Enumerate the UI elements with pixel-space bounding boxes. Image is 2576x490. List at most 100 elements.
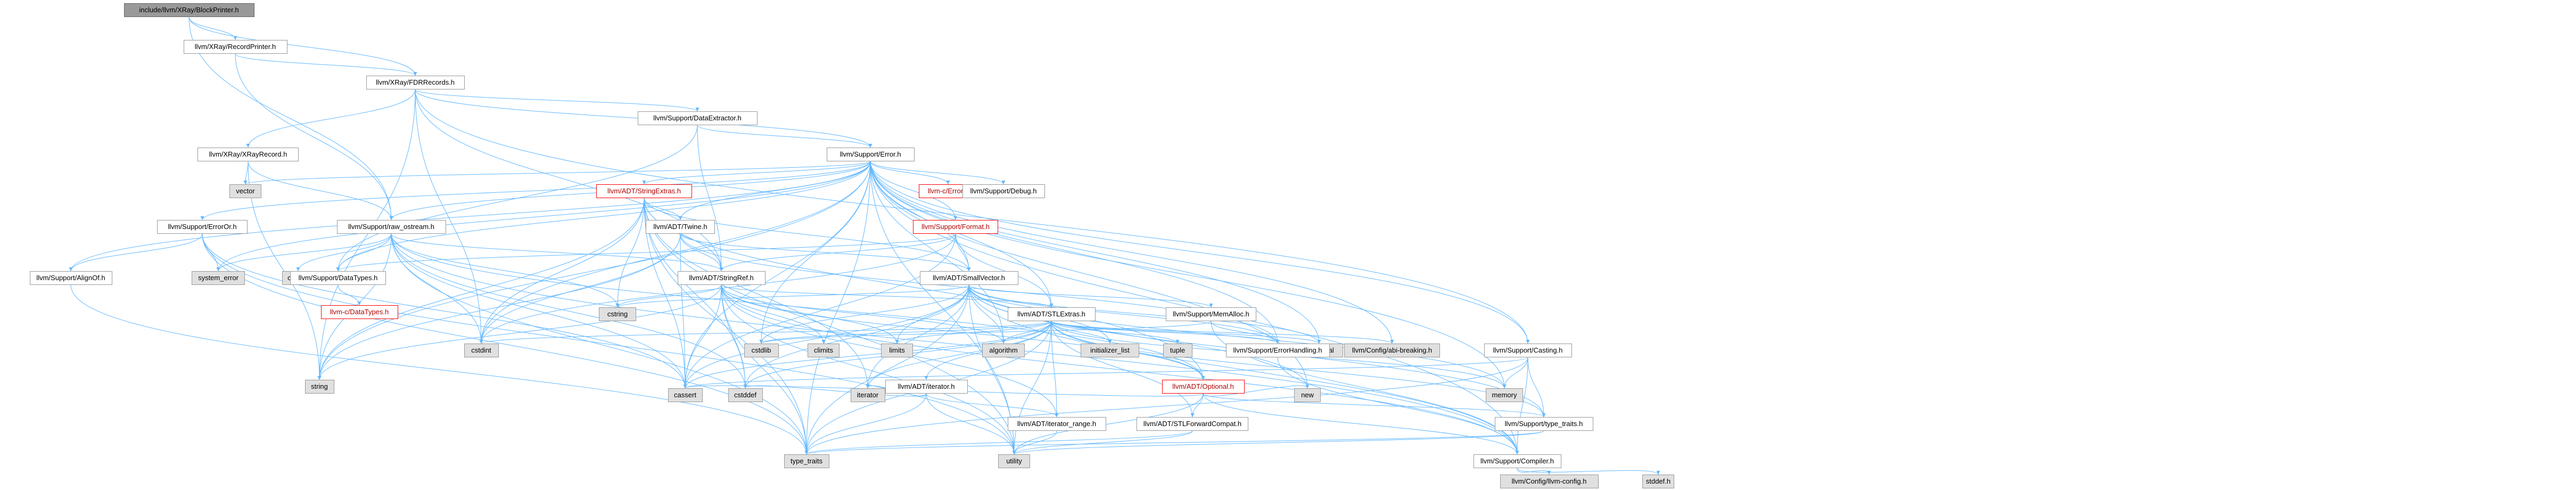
edge-rawostream-to-datatypes bbox=[336, 233, 392, 272]
edge-dataextractor-to-error bbox=[697, 125, 873, 148]
edge-error-to-casting bbox=[870, 161, 1530, 344]
node-utility[interactable]: utility bbox=[998, 454, 1030, 468]
node-recordprinter[interactable]: llvm/XRay/RecordPrinter.h bbox=[183, 40, 287, 54]
node-dataextractor[interactable]: llvm/Support/DataExtractor.h bbox=[637, 111, 758, 125]
edge-twine-to-cstdint bbox=[479, 233, 681, 344]
node-string[interactable]: string bbox=[304, 380, 334, 394]
node-abibreaking[interactable]: llvm/Config/abi-breaking.h bbox=[1344, 344, 1440, 357]
edge-casting-to-typetraitsh bbox=[1527, 357, 1546, 418]
edge-error-to-algorithm bbox=[870, 161, 1006, 344]
node-tuple[interactable]: tuple bbox=[1163, 344, 1192, 357]
edge-stringextras-to-twine bbox=[644, 198, 682, 220]
edge-error-to-typetraits bbox=[804, 161, 871, 455]
node-stringextras[interactable]: llvm/ADT/StringExtras.h bbox=[596, 184, 692, 198]
edge-error-to-cassert bbox=[683, 161, 871, 389]
node-new[interactable]: new bbox=[1294, 388, 1321, 402]
node-climits[interactable]: climits bbox=[808, 344, 840, 357]
edge-fdrrecords-to-stringref bbox=[415, 89, 723, 272]
node-twine[interactable]: llvm/ADT/Twine.h bbox=[646, 220, 715, 234]
edge-stringref-to-optional bbox=[721, 284, 1205, 380]
node-memory[interactable]: memory bbox=[1486, 388, 1523, 402]
node-cstddef[interactable]: cstddef bbox=[728, 388, 763, 402]
edge-iteratorh-to-typetraits bbox=[804, 393, 927, 455]
edge-memalloc-to-cstdlib bbox=[759, 321, 1212, 344]
node-cstdint[interactable]: cstdint bbox=[464, 344, 499, 357]
node-fdrrecords[interactable]: llvm/XRay/FDRRecords.h bbox=[366, 76, 465, 89]
edge-stlextras-to-functional bbox=[1051, 321, 1321, 344]
node-alignof[interactable]: llvm/Support/AlignOf.h bbox=[29, 271, 112, 285]
node-cstddefh[interactable]: stddef.h bbox=[1642, 475, 1674, 488]
node-systemerror[interactable]: system_error bbox=[192, 271, 245, 285]
edge-error-to-memory bbox=[870, 161, 1507, 389]
node-errorhandling[interactable]: llvm/Support/ErrorHandling.h bbox=[1225, 344, 1330, 357]
node-cdatatypes[interactable]: llvm-c/DataTypes.h bbox=[320, 305, 398, 319]
edge-stringextras-to-cstdint bbox=[479, 198, 645, 344]
node-iteratorh[interactable]: llvm/ADT/iterator.h bbox=[885, 380, 968, 394]
edge-stlextras-to-errorhandling bbox=[1051, 321, 1280, 344]
node-erroror[interactable]: llvm/Support/ErrorOr.h bbox=[157, 220, 248, 234]
edge-casting-to-cassert bbox=[683, 357, 1528, 389]
node-cassert[interactable]: cassert bbox=[668, 388, 703, 402]
edge-smallvector-to-functional bbox=[968, 284, 1321, 344]
node-debug[interactable]: llvm/Support/Debug.h bbox=[962, 184, 1045, 198]
edge-compiler-to-llvmconfig bbox=[1517, 468, 1551, 475]
edge-rawostream-to-stringref bbox=[391, 233, 723, 272]
edge-erroror-to-alignof bbox=[69, 233, 203, 272]
edge-erroror-to-typetraits bbox=[202, 233, 809, 455]
node-error[interactable]: llvm/Support/Error.h bbox=[826, 148, 915, 161]
node-root[interactable]: include/llvm/XRay/BlockPrinter.h bbox=[124, 3, 254, 17]
edge-smallvector-to-cstring bbox=[615, 284, 969, 308]
edge-erroror-to-systemerror bbox=[202, 233, 220, 272]
node-initlist[interactable]: initializer_list bbox=[1081, 344, 1139, 357]
edge-smallvector-to-compiler bbox=[968, 284, 1519, 455]
node-vector[interactable]: vector bbox=[229, 184, 261, 198]
node-stringref[interactable]: llvm/ADT/StringRef.h bbox=[677, 271, 766, 285]
edge-stlextras-to-initlist bbox=[1051, 321, 1112, 344]
node-optional[interactable]: llvm/ADT/Optional.h bbox=[1162, 380, 1245, 394]
edge-erroror-to-utility bbox=[202, 233, 1016, 455]
edge-smallvector-to-limits bbox=[895, 284, 969, 344]
node-typetraits[interactable]: type_traits bbox=[784, 454, 829, 468]
edge-fdrrecords-to-string bbox=[317, 89, 416, 380]
edge-typetraitsh-to-typetraits bbox=[804, 430, 1544, 455]
node-rawostream[interactable]: llvm/Support/raw_ostream.h bbox=[336, 220, 446, 234]
node-datatypes[interactable]: llvm/Support/DataTypes.h bbox=[290, 271, 386, 285]
node-xrayrecord[interactable]: llvm/XRay/XRayRecord.h bbox=[197, 148, 299, 161]
edge-errorhandling-to-compiler bbox=[1277, 357, 1519, 455]
edge-stringextras-to-string bbox=[317, 198, 645, 380]
node-iterator[interactable]: iterator bbox=[850, 388, 885, 402]
edge-smallvector-to-typetraits bbox=[804, 284, 969, 455]
node-format[interactable]: llvm/Support/Format.h bbox=[913, 220, 998, 234]
node-algorithm[interactable]: algorithm bbox=[982, 344, 1025, 357]
edge-recordprinter-to-fdrrecords bbox=[235, 53, 417, 76]
edge-error-to-datatypes bbox=[336, 161, 871, 272]
node-llvmconfig[interactable]: llvm/Config/llvm-config.h bbox=[1500, 475, 1599, 488]
edge-smallvector-to-errorhandling bbox=[968, 284, 1280, 344]
node-cstdlib[interactable]: cstdlib bbox=[744, 344, 779, 357]
node-memalloc[interactable]: llvm/Support/MemAlloc.h bbox=[1166, 307, 1256, 321]
node-limits[interactable]: limits bbox=[881, 344, 913, 357]
edge-stlextras-to-limits bbox=[895, 321, 1052, 344]
edge-rawostream-to-cstdint bbox=[391, 233, 483, 344]
node-cstring[interactable]: cstring bbox=[599, 307, 636, 321]
node-typetraitsh[interactable]: llvm/Support/type_traits.h bbox=[1494, 417, 1593, 431]
edge-memalloc-to-errorhandling bbox=[1211, 321, 1280, 344]
edge-error-to-systemerror bbox=[216, 161, 871, 272]
edge-stlforward-to-typetraits bbox=[804, 430, 1193, 455]
node-compiler[interactable]: llvm/Support/Compiler.h bbox=[1473, 454, 1561, 468]
node-stlforward[interactable]: llvm/ADT/STLForwardCompat.h bbox=[1137, 417, 1248, 431]
node-stlextras[interactable]: llvm/ADT/STLExtras.h bbox=[1007, 307, 1096, 321]
edge-rawostream-to-cstring bbox=[391, 233, 620, 308]
node-smallvector[interactable]: llvm/ADT/SmallVector.h bbox=[919, 271, 1018, 285]
edge-dataextractor-to-stringref bbox=[697, 125, 723, 272]
node-iteratorrange[interactable]: llvm/ADT/iterator_range.h bbox=[1007, 417, 1106, 431]
edge-casting-to-memory bbox=[1502, 357, 1528, 389]
edge-stringref-to-stlextras bbox=[721, 284, 1054, 308]
edge-twine-to-cassert bbox=[680, 233, 687, 389]
edge-alignof-to-typetraits bbox=[70, 284, 809, 455]
edge-stlextras-to-iteratorrange bbox=[1051, 321, 1059, 418]
edge-xrayrecord-to-rawostream bbox=[248, 161, 393, 220]
node-casting[interactable]: llvm/Support/Casting.h bbox=[1484, 344, 1572, 357]
edge-error-to-utility bbox=[870, 161, 1016, 455]
